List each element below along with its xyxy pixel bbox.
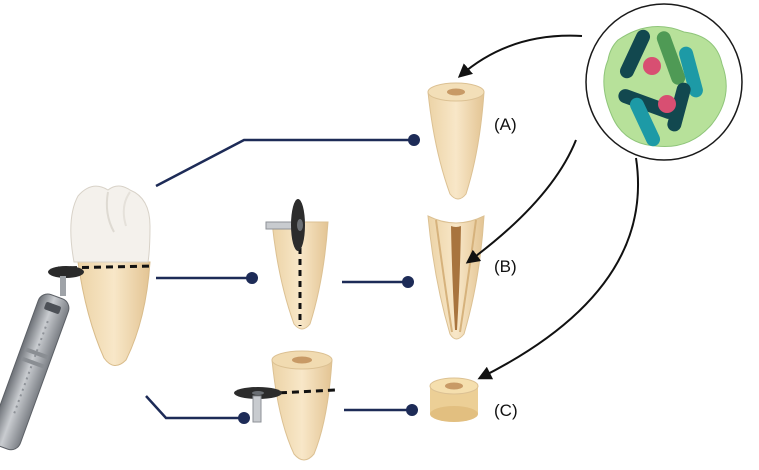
connector-dot-b (402, 276, 414, 288)
label-b: (B) (494, 257, 517, 276)
connector-dot-c (406, 404, 418, 416)
connector-dot-slicing (238, 412, 250, 424)
rotary-handpiece-icon (0, 266, 84, 451)
connector-to-a (155, 138, 414, 188)
bacterial-biofilm-icon (585, 3, 743, 161)
source-tooth (57, 185, 153, 366)
cutting-disc-icon (234, 387, 282, 423)
arrow-to-b (465, 139, 577, 264)
specimen-a-root (427, 82, 485, 200)
specimen-b-root (427, 215, 485, 340)
contamination-arrows (457, 34, 640, 380)
connector-dot-sectioning (246, 272, 258, 284)
connectors (145, 134, 420, 424)
cutting-disc-icon (265, 199, 305, 251)
arrow-to-a (457, 34, 583, 78)
label-a: (A) (494, 115, 517, 134)
specimen-c-slice (429, 377, 479, 422)
slicing-root (255, 350, 337, 461)
arrow-to-c (477, 157, 640, 380)
connector-dot-a (408, 134, 420, 146)
connector-to-slicing (145, 395, 244, 420)
label-c: (C) (494, 401, 518, 420)
